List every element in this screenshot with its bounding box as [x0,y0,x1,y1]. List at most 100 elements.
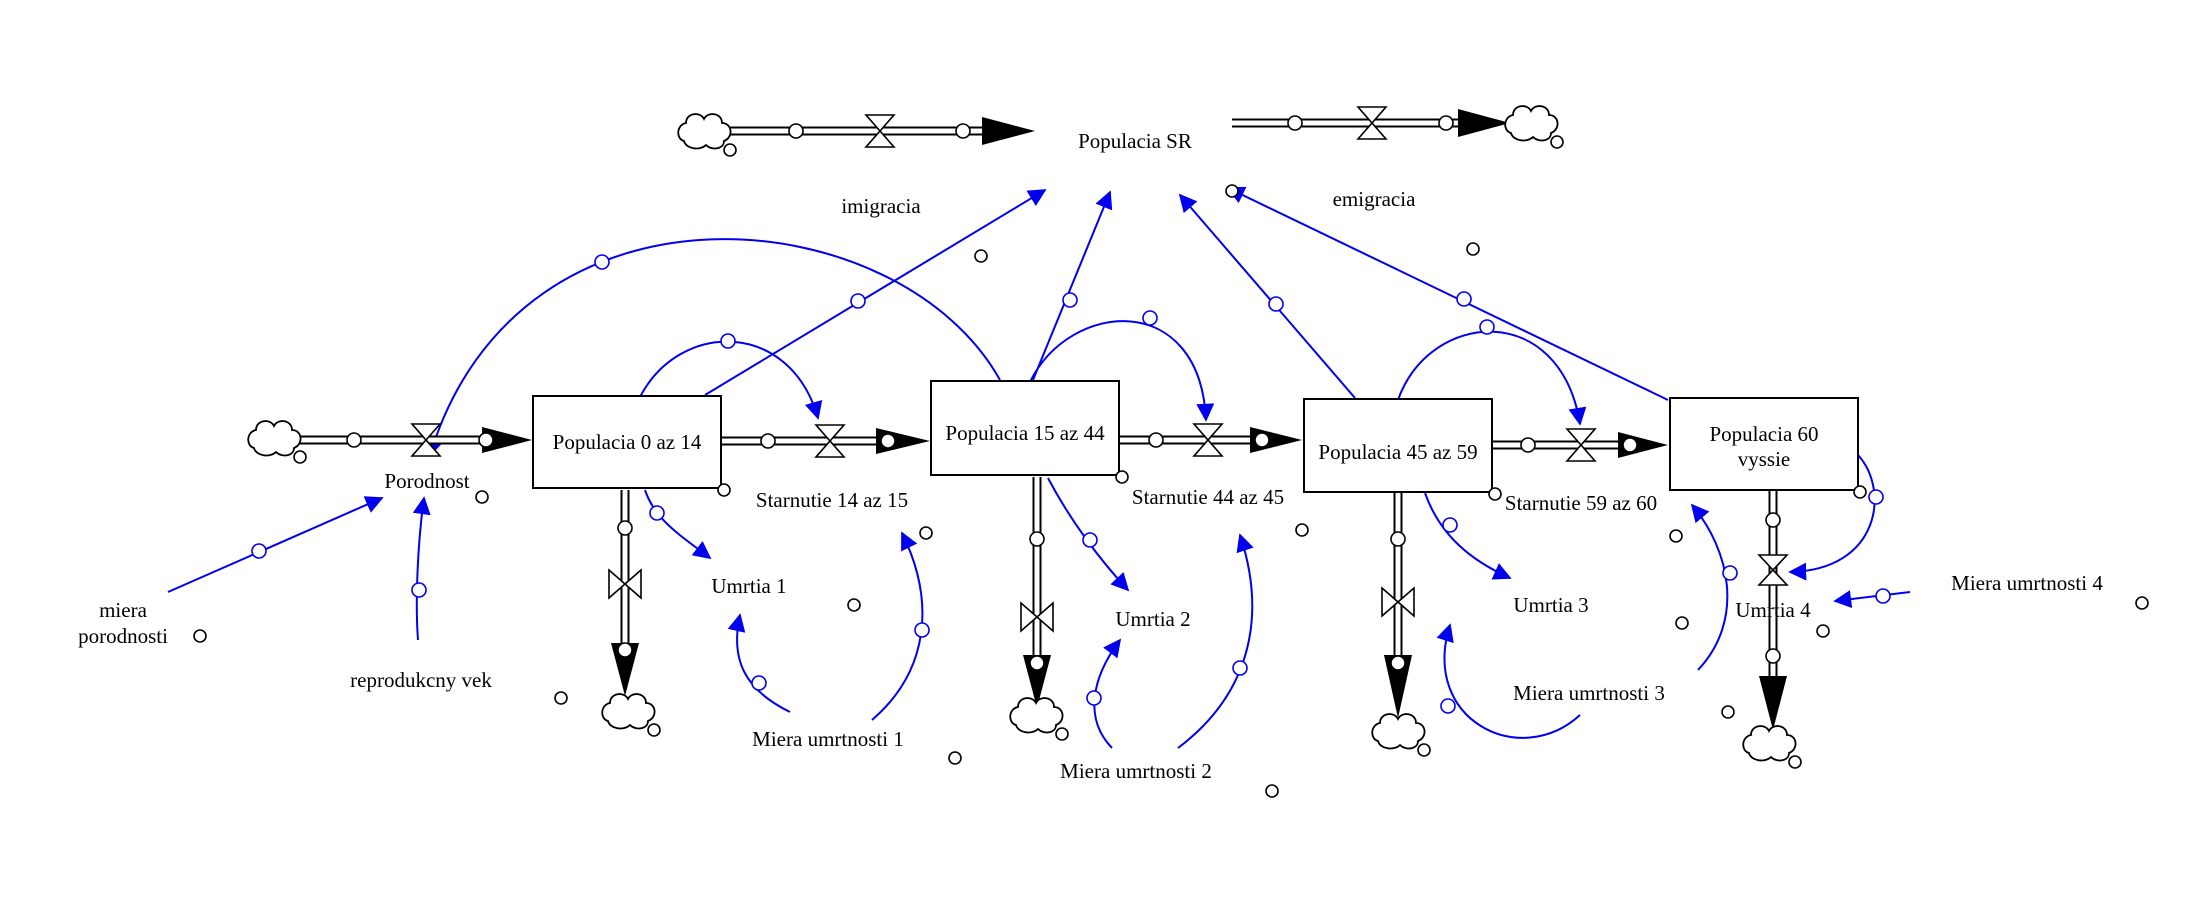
arrowhead-icon [1759,676,1787,730]
valves [410,106,1789,633]
valve-icon[interactable] [864,114,896,148]
connector-dot-icon [1086,690,1102,706]
stock-pop-sr-label[interactable]: Populacia SR [1078,129,1192,153]
valve-icon[interactable] [1192,423,1224,457]
flow-pipe-umrtia-1[interactable] [611,490,639,696]
valve-icon[interactable] [1381,586,1415,618]
flow-label-umrtia-4[interactable]: Umrtia 4 [1735,598,1811,622]
stock-pop-60[interactable]: Populacia 60 vyssie [1669,397,1867,499]
arrowhead-icon [1458,109,1510,137]
connector-dot-icon [720,333,736,349]
link-mu3-to-starnutie59[interactable] [1690,503,1729,671]
link-pop0-to-umrtia1[interactable] [644,489,712,560]
link-pop45-to-starnutie59[interactable] [1397,330,1587,426]
var-reprodukcny-vek[interactable]: reprodukcny vek [350,668,492,692]
link-pop15-to-porodnost[interactable] [426,238,1001,457]
flow-label-starnutie-59[interactable]: Starnutie 59 az 60 [1505,491,1657,515]
connector-dot-icon [649,505,665,521]
connector-dot-icon [1875,588,1891,604]
valve-icon[interactable] [410,423,442,457]
link-mu2-to-starnutie44[interactable] [1177,533,1254,749]
connector-dot-icon [1722,565,1738,581]
stock-pop-45-59[interactable]: Populacia 45 az 59 [1303,398,1502,501]
var-miera-umrtnosti-3[interactable]: Miera umrtnosti 3 [1513,681,1665,705]
flow-label-emigracia[interactable]: emigracia [1333,187,1416,211]
flow-dots [346,115,1781,671]
stocks: Populacia 0 az 14 Populacia 15 az 44 Pop… [532,380,1867,501]
var-miera-umrtnosti-1[interactable]: Miera umrtnosti 1 [752,727,904,751]
link-pop60-to-popsr[interactable] [1226,186,1669,401]
connector-dot-icon [554,691,568,705]
connector-dot-icon [2135,596,2149,610]
arrowhead-icon [482,427,532,453]
flow-label-starnutie-14[interactable]: Starnutie 14 az 15 [756,488,908,512]
connector-dot-icon [1721,705,1735,719]
connector-dot-icon [1265,784,1279,798]
stock-label: Populacia 15 az 44 [945,421,1105,445]
connector-dot-icon [1142,310,1158,326]
flow-label-porodnost[interactable]: Porodnost [384,469,469,493]
link-reprodukcnyvek-to-porodnost[interactable] [412,496,431,641]
connector-dot-icon [1816,624,1830,638]
stock-pop-0-14[interactable]: Populacia 0 az 14 [532,395,731,497]
connector-dot-icon [193,629,207,643]
arrowhead-icon [1023,655,1051,708]
cloud-sink-icon [1504,105,1564,149]
link-mieraporodnosti-to-porodnost[interactable] [167,496,384,593]
flow-pipe-umrtia-3[interactable] [1384,493,1412,718]
connector-dot-icon [1669,529,1683,543]
link-mu3-to-umrtia3[interactable] [1436,623,1581,739]
connector-dot-icon [1466,242,1480,256]
flow-label-starnutie-44[interactable]: Starnutie 44 az 45 [1132,485,1284,509]
valve-icon[interactable] [608,568,642,600]
flow-label-umrtia-1[interactable]: Umrtia 1 [711,574,786,598]
valve-icon[interactable] [1020,601,1054,633]
arrowhead-icon [1384,655,1412,718]
flow-pipe-emigracia[interactable] [1232,109,1510,137]
connector-dot-icon [411,582,427,598]
valve-icon[interactable] [1356,106,1388,140]
connector-dot-icon [850,293,866,309]
connector-dot-icon [1062,292,1078,308]
var-miera-porodnosti[interactable]: porodnosti [78,624,168,648]
link-pop15-to-starnutie44[interactable] [1029,320,1215,422]
connector-dot-icon [751,675,767,691]
connector-dot-icon [974,249,988,263]
connector-dot-icon [1442,517,1458,533]
flow-label-umrtia-3[interactable]: Umrtia 3 [1513,593,1588,617]
link-pop60-to-umrtia4[interactable] [1788,454,1876,581]
var-miera-umrtnosti-2[interactable]: Miera umrtnosti 2 [1060,759,1212,783]
flow-pipe-imigracia[interactable] [730,117,1035,145]
var-miera-porodnosti[interactable]: miera [99,598,147,622]
link-mu1-to-starnutie14[interactable] [871,531,924,721]
link-mu4-to-umrtia4[interactable] [1833,590,1911,609]
connector-dot-icon [919,526,933,540]
flow-label-umrtia-2[interactable]: Umrtia 2 [1115,607,1190,631]
link-pop45-to-popsr[interactable] [1178,193,1356,399]
flow-pipe-umrtia-2[interactable] [1023,477,1051,708]
arrowhead-icon [611,643,639,696]
stock-pop-15-44[interactable]: Populacia 15 az 44 [930,380,1129,484]
link-pop0-to-popsr[interactable] [704,189,1047,396]
valve-icon[interactable] [1565,428,1597,462]
stock-label: Populacia 45 az 59 [1318,440,1477,464]
link-mu1-to-umrtia1[interactable] [727,613,791,713]
connector-dot-icon [948,751,962,765]
connector-dot-icon [1232,660,1248,676]
flow-label-imigracia[interactable]: imigracia [841,194,921,218]
connector-dot-icon [1082,532,1098,548]
connector-dot-icon [1440,698,1456,714]
flow-pipe-porodnost[interactable] [300,427,532,453]
link-pop15-to-popsr[interactable] [1032,190,1113,381]
stock-label: Populacia 60 [1709,422,1818,446]
link-pop45-to-umrtia3[interactable] [1424,492,1512,580]
var-miera-umrtnosti-4[interactable]: Miera umrtnosti 4 [1951,571,2103,595]
connector-dot-icon [1868,489,1884,505]
connector-dot-icon [1225,184,1239,198]
connector-dot-icon [1456,291,1472,307]
valve-icon[interactable] [1757,554,1789,586]
arrowhead-icon [982,117,1035,145]
cloud-sink-icon [1371,713,1431,757]
valve-icon[interactable] [814,424,846,458]
